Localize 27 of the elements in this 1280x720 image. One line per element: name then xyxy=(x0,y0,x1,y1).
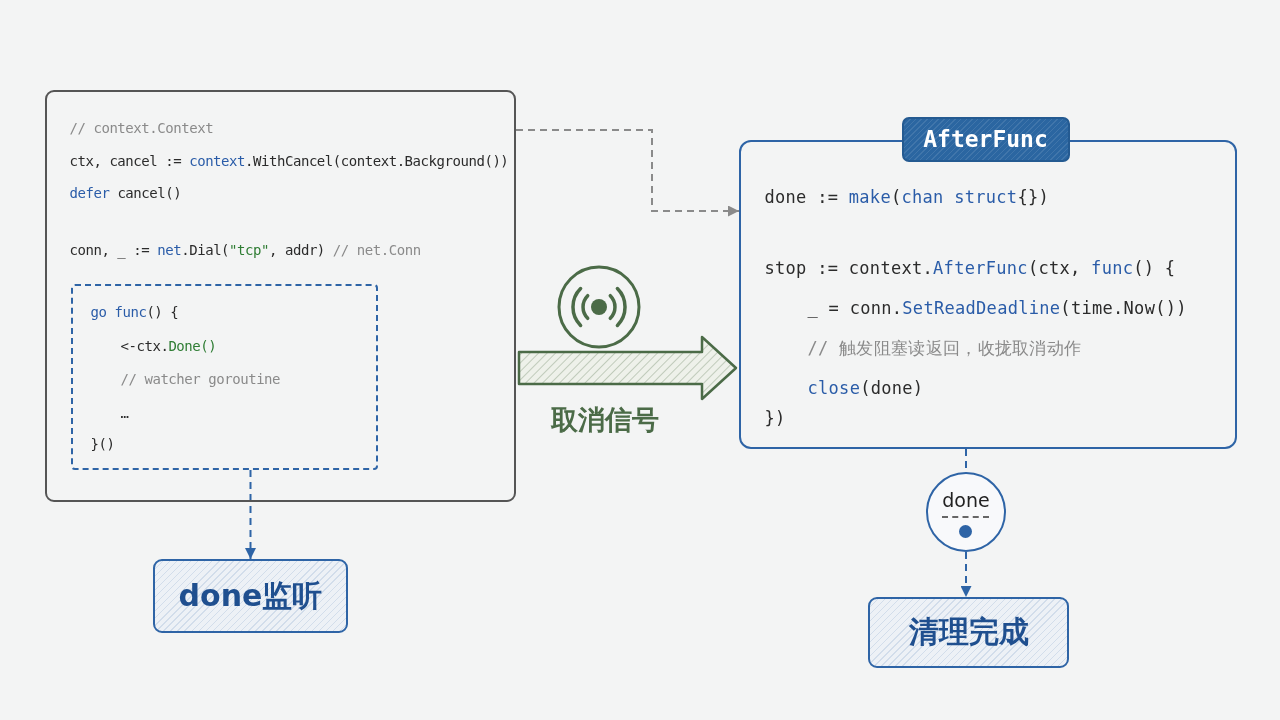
code-line: // 触发阻塞读返回，收拢取消动作 xyxy=(807,336,1082,360)
code-line: close(done) xyxy=(807,376,924,400)
block-arrow xyxy=(517,335,738,401)
code-line: }() xyxy=(90,434,115,454)
code-line: stop := context.AfterFunc(ctx, func() { xyxy=(764,256,1176,280)
arrow xyxy=(515,129,740,217)
code-line: // watcher goroutine xyxy=(120,369,281,389)
dashed-frame xyxy=(70,283,378,470)
code-line: // context.Context xyxy=(69,118,214,138)
code-line: go func() { xyxy=(90,302,179,322)
label-panel xyxy=(153,559,348,633)
code-line: defer cancel() xyxy=(69,183,182,203)
node-label: done监听 xyxy=(178,576,323,615)
arrow xyxy=(245,469,256,560)
code-line: done := make(chan struct{}) xyxy=(764,185,1049,209)
title-tab: AfterFunc xyxy=(901,116,1070,162)
code-line: <-ctx.Done() xyxy=(120,336,217,356)
code-line: … xyxy=(120,403,129,423)
code-line: ctx, cancel := context.WithCancel(context.Background()) xyxy=(69,151,509,171)
node-label: done xyxy=(941,487,991,512)
code-panel xyxy=(45,90,516,502)
code-line: }) xyxy=(764,406,786,430)
node-label: 清理完成 xyxy=(908,613,1029,651)
arrow xyxy=(960,551,972,598)
code-line: _ = conn.SetReadDeadline(time.Now()) xyxy=(807,296,1187,320)
label-panel xyxy=(868,597,1069,668)
code-line: conn, _ := net.Dial("tcp", addr) // net.Conn xyxy=(69,240,421,261)
